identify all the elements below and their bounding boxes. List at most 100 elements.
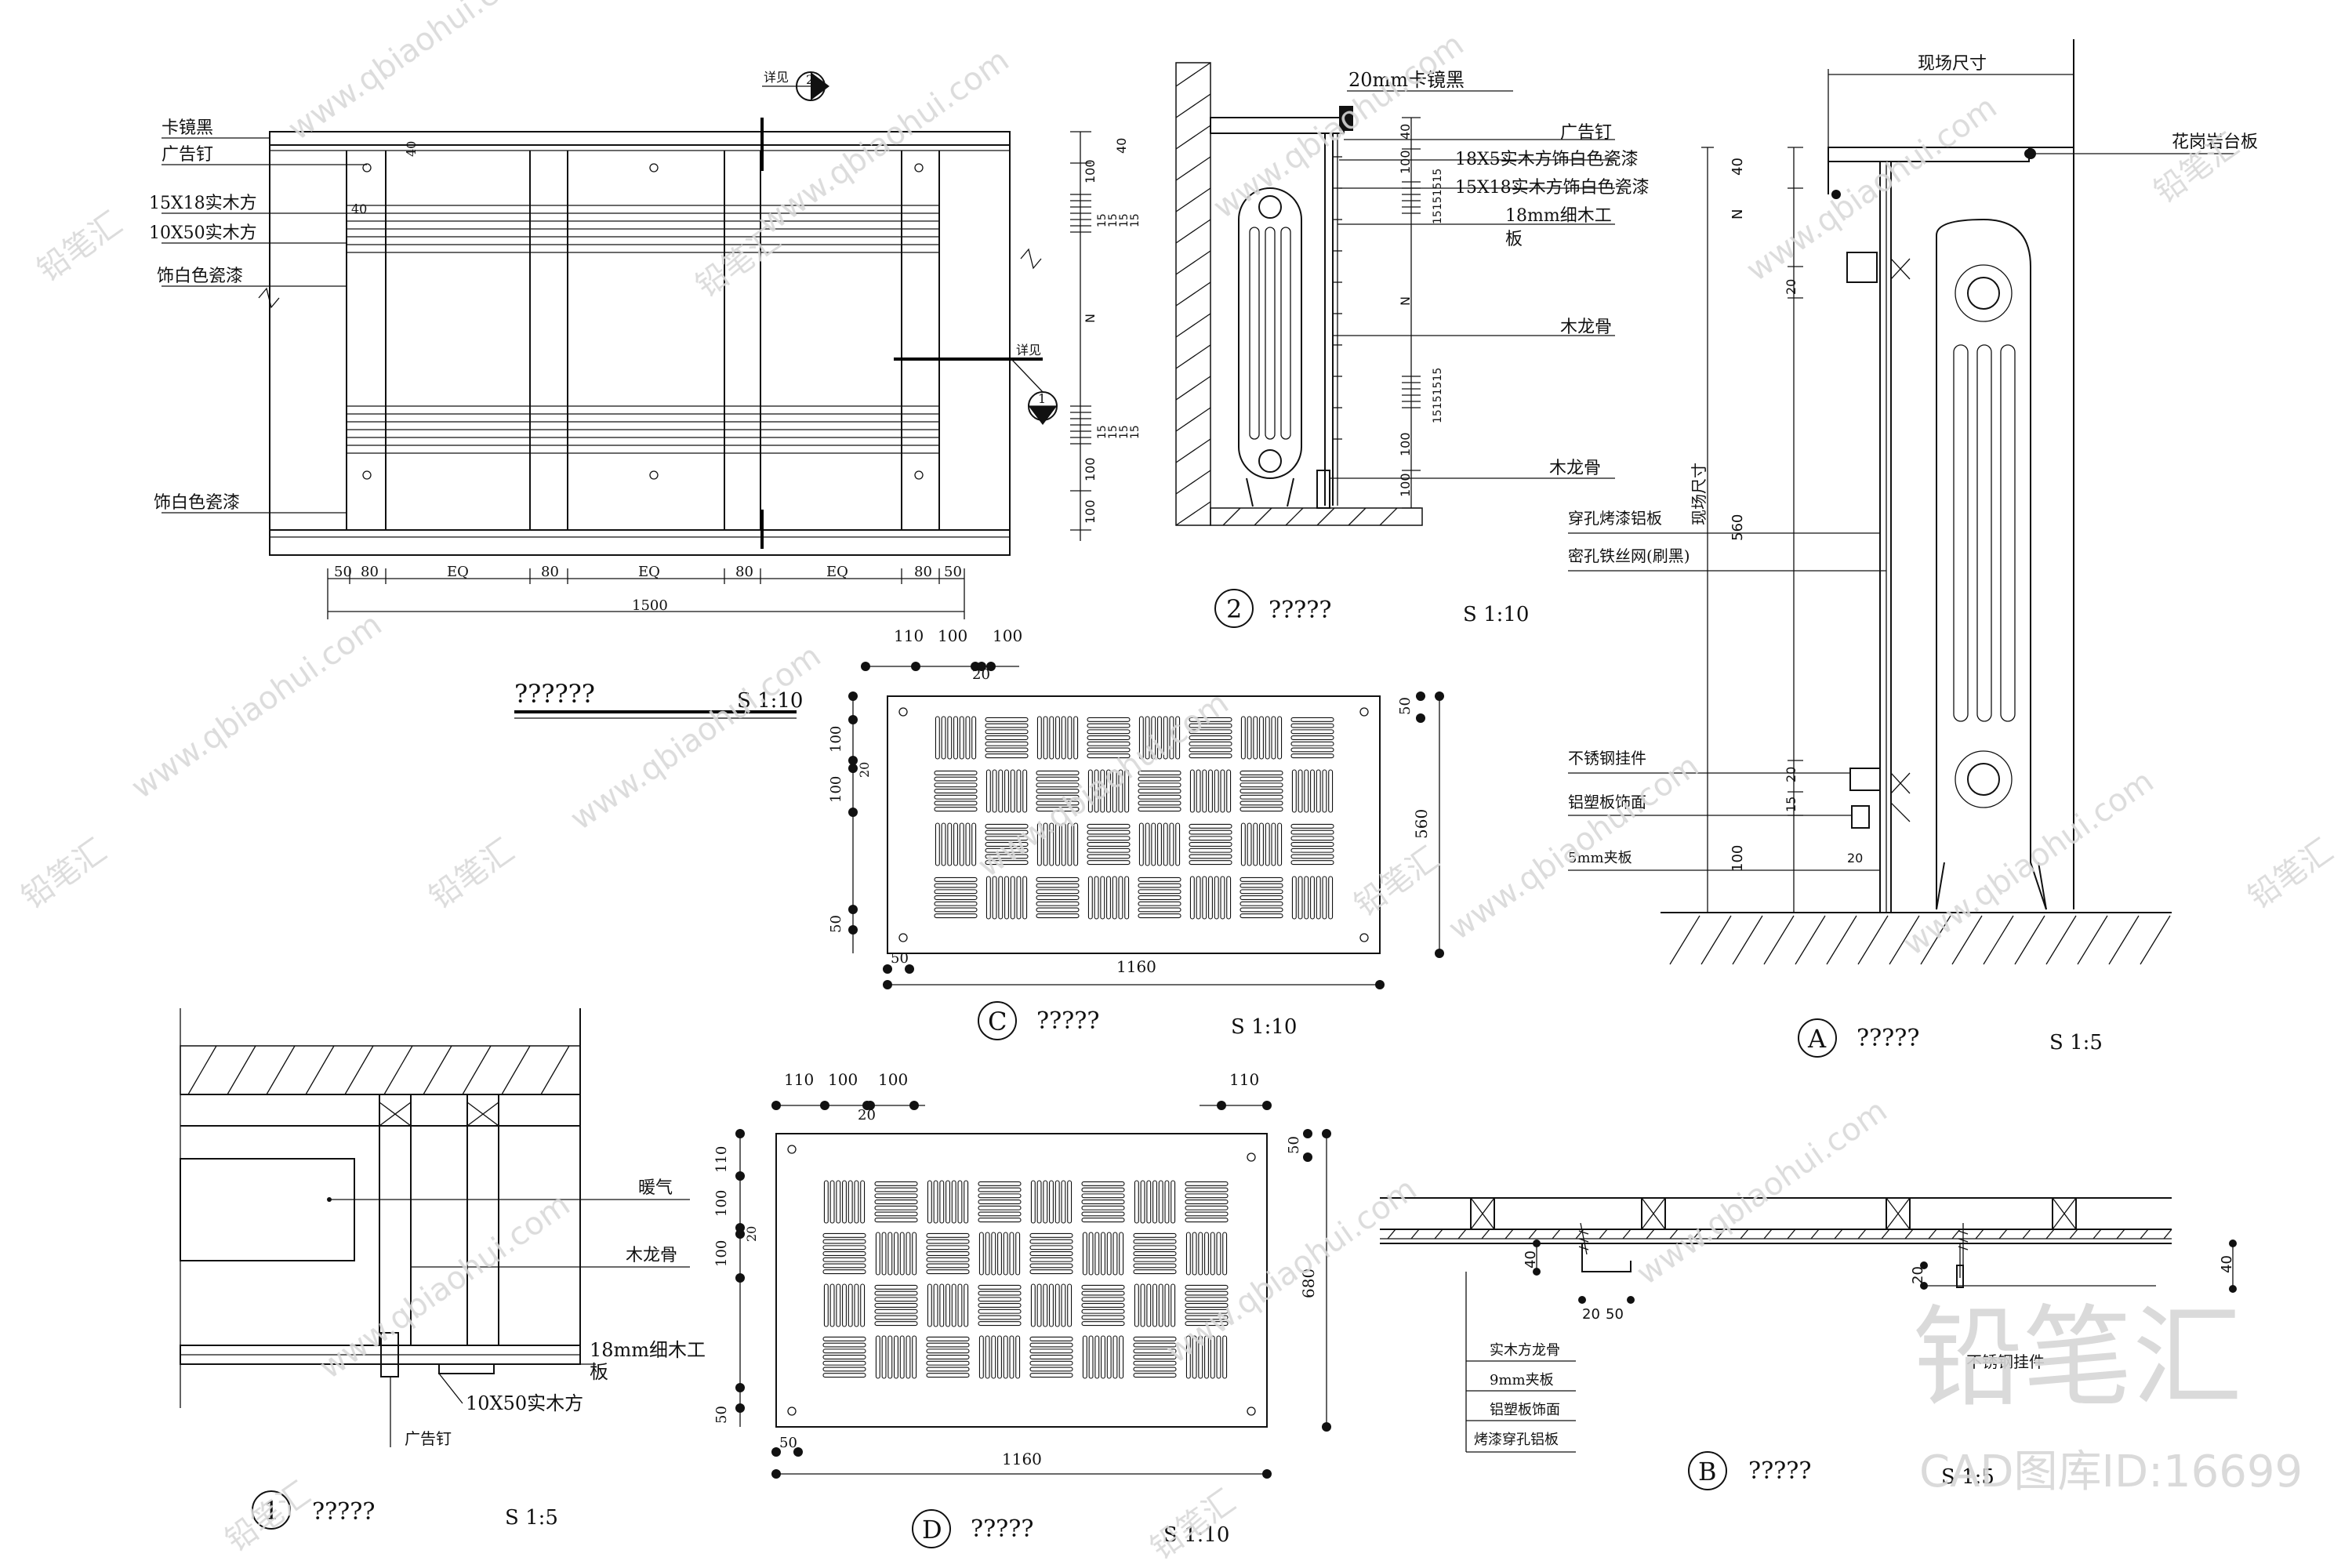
perforation-slot: [1049, 716, 1054, 760]
perforation-slot: [1189, 747, 1232, 753]
perforation-slot: [935, 716, 940, 760]
perforation-slot: [1087, 842, 1131, 847]
perforation-slot: [985, 747, 1029, 753]
perforation-slot: [926, 1348, 970, 1354]
perforation-slot: [1240, 895, 1283, 900]
watermark-brand-2: 铅笔汇: [689, 221, 787, 305]
panel-d-top-100b: 100: [878, 1070, 908, 1089]
perforation-slot: [971, 822, 977, 866]
detail-a-label-granite: 花岗岩台板: [2172, 132, 2258, 152]
perforation-slot: [934, 901, 978, 906]
panel-c-letter: C: [988, 1007, 1007, 1036]
perforation-slot: [1067, 1180, 1073, 1224]
perforation-slot: [1138, 907, 1181, 913]
perforation-slot: [1310, 769, 1315, 813]
perforation-slot: [985, 769, 991, 813]
perforation-slot: [1029, 1263, 1073, 1269]
label-white-enamel-top: 饰白色瓷漆: [157, 267, 243, 286]
perforation-slot: [874, 1187, 918, 1192]
perforation-slot: [1133, 1251, 1177, 1256]
sec2-label-board: 板: [1505, 230, 1523, 249]
dim-50-right: 50: [944, 564, 962, 580]
dim-eq-1: EQ: [447, 564, 469, 580]
detail-b-dim-20-left: 20: [1582, 1306, 1600, 1323]
perforation-slot: [1133, 1269, 1177, 1275]
sec2-label-mirror: 20mm卡镜黑: [1348, 69, 1465, 91]
perforation-slot: [1240, 794, 1283, 800]
perforation-slot: [1087, 836, 1131, 841]
perforation-slot: [1087, 747, 1131, 753]
perforation-slot: [926, 1355, 970, 1359]
perforation-slot: [1094, 876, 1099, 920]
perforation-slot: [1171, 1283, 1176, 1327]
detail-b: 40 20 50 20 40 实木方龙骨 9mm夹板 铝塑板饰面 烤漆穿孔铝板 …: [1380, 1197, 2237, 1490]
perforation-slot: [1036, 895, 1080, 900]
perforation-slot: [1163, 822, 1168, 866]
perforation-slot: [1015, 1232, 1021, 1276]
perforation-slots-d: [822, 1180, 1229, 1379]
watermark-brand-1: 铅笔汇: [31, 205, 129, 289]
watermark-brand-8: 铅笔汇: [219, 1475, 317, 1559]
perforation-slot: [1265, 716, 1270, 760]
perforation-slot: [1036, 822, 1042, 866]
perforation-slot: [1036, 901, 1080, 906]
perforation-slot: [946, 1283, 950, 1327]
perforation-slot: [822, 1355, 866, 1359]
perforation-slot: [1133, 1239, 1177, 1244]
perforation-slot: [1087, 741, 1131, 746]
detail-ref-2: 2 详见: [762, 70, 829, 101]
perforation-slot: [1087, 876, 1093, 920]
panel-c: 110 100 100 20 100 100 20 50 50 560 50 1…: [828, 626, 1444, 1040]
perforation-slot: [1222, 1232, 1228, 1276]
perforation-slot: [992, 769, 997, 813]
svg-text:40: 40: [351, 201, 367, 216]
detail-b-label-hanger: 不锈钢挂件: [1966, 1352, 2045, 1371]
perforation-slot: [978, 1211, 1022, 1217]
detail-a-dim-20-mid: 20: [1784, 767, 1798, 782]
perforation-slot: [829, 1283, 835, 1327]
perforation-slot: [941, 716, 946, 760]
section-1-title: ?????: [312, 1498, 375, 1526]
perforation-slot: [1081, 1218, 1125, 1223]
perforation-slot: [842, 1180, 847, 1224]
elevation-scale: S 1:10: [737, 689, 803, 713]
sec1-label-keel: 木龙骨: [626, 1246, 677, 1265]
perforation-slot: [1210, 1335, 1215, 1379]
perforation-slot: [1138, 800, 1181, 806]
perforation-slot: [1081, 1321, 1125, 1327]
sec2-dim-100-b: 100: [1398, 432, 1413, 456]
perforation-slot: [964, 1283, 969, 1327]
perforation-slot: [1138, 883, 1181, 888]
perforation-slot: [1290, 747, 1334, 753]
section-2-marker: [1214, 589, 1254, 628]
perforation-slot: [822, 1232, 866, 1238]
perforation-slot: [860, 1283, 866, 1327]
perforation-slot: [1189, 741, 1232, 746]
perforation-slot: [1277, 716, 1283, 760]
perforation-slot: [985, 729, 1029, 735]
perforation-slot: [1100, 876, 1105, 920]
watermark-url-6: www.qbiaohui.com: [564, 638, 827, 838]
perforation-slot: [1067, 1283, 1073, 1327]
panel-d-left-20: 20: [744, 1226, 759, 1242]
perforation-slot: [926, 1245, 970, 1250]
perforation-slot: [959, 822, 964, 866]
perforation-slot: [1054, 1180, 1060, 1224]
perforation-slot: [1189, 729, 1232, 735]
perforation-slot: [997, 1232, 1002, 1276]
detail-b-scale: S 1:5: [1941, 1465, 1994, 1489]
perforation-slot: [1240, 883, 1283, 888]
perforation-slot: [1004, 876, 1009, 920]
watermark-brand-5: 铅笔汇: [423, 833, 521, 916]
perforation-slot: [1003, 1335, 1008, 1379]
perforation-slot: [1192, 1335, 1197, 1379]
perforation-slot: [822, 1269, 866, 1275]
perforation-slot: [1087, 829, 1131, 835]
perforation-slot: [1140, 1180, 1145, 1224]
perforation-slot: [874, 1315, 918, 1320]
perforation-slot: [1198, 1335, 1203, 1379]
perforation-slot: [1043, 1283, 1048, 1327]
perforation-slot: [906, 1232, 911, 1276]
perforation-slot: [1158, 1283, 1163, 1327]
perforation-slot: [951, 1283, 956, 1327]
